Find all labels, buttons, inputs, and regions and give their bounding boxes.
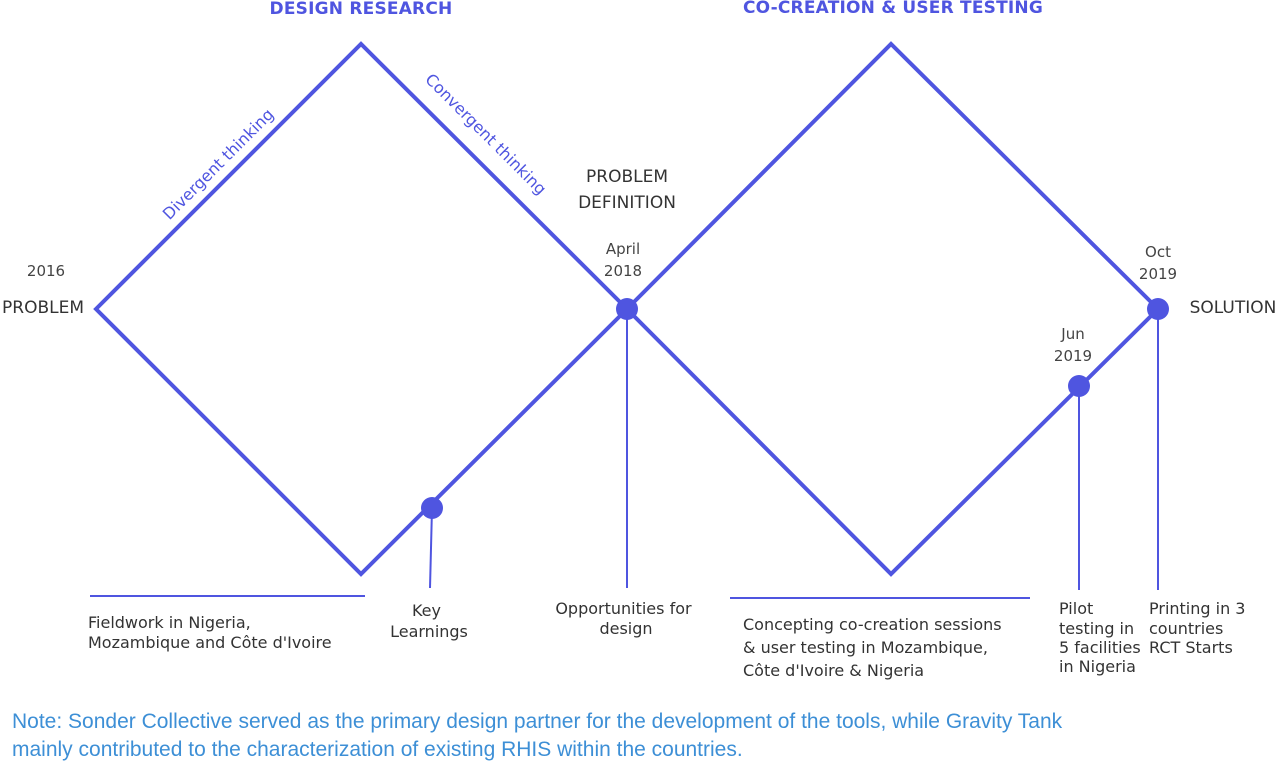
problem-definition-line1: PROBLEM (586, 167, 668, 187)
oct-year: 2019 (1139, 265, 1177, 283)
fieldwork-text: Fieldwork in Nigeria, Mozambique and Côt… (88, 613, 332, 652)
oct-label: Oct (1145, 243, 1171, 261)
design-research-diamond (93, 41, 630, 577)
cocreation-testing-title: CO-CREATION & USER TESTING (743, 0, 1043, 18)
key-learnings-dot (421, 497, 443, 519)
key-learnings-text: Key Learnings (390, 601, 468, 641)
footnote: Note: Sonder Collective served as the pr… (12, 708, 1252, 764)
problem-year: 2016 (27, 262, 65, 280)
problem-definition-line2: DEFINITION (578, 193, 676, 213)
convergent-thinking-label: Convergent thinking (421, 70, 550, 199)
solution-dot (1147, 298, 1169, 320)
design-research-title: DESIGN RESEARCH (270, 0, 453, 19)
april-year: 2018 (604, 262, 642, 280)
problem-label: PROBLEM (2, 298, 84, 318)
key-learnings-connector (429, 507, 433, 589)
jun-year: 2019 (1054, 347, 1092, 365)
problem-definition-dot (616, 298, 638, 320)
pilot-dot (1068, 375, 1090, 397)
pilot-text: Pilot testing in 5 facilities in Nigeria (1059, 599, 1146, 676)
footnote-line1: Note: Sonder Collective served as the pr… (12, 710, 1063, 733)
printing-text: Printing in 3 countries RCT Starts (1149, 599, 1251, 657)
divergent-thinking-label: Divergent thinking (159, 105, 278, 224)
concepting-text: Concepting co-creation sessions & user t… (743, 615, 1007, 680)
footnote-line2: mainly contributed to the characterizati… (12, 738, 743, 761)
april-label: April (606, 240, 640, 258)
solution-label: SOLUTION (1190, 298, 1277, 318)
opportunities-text: Opportunities for design (555, 599, 696, 638)
jun-label: Jun (1060, 325, 1084, 343)
